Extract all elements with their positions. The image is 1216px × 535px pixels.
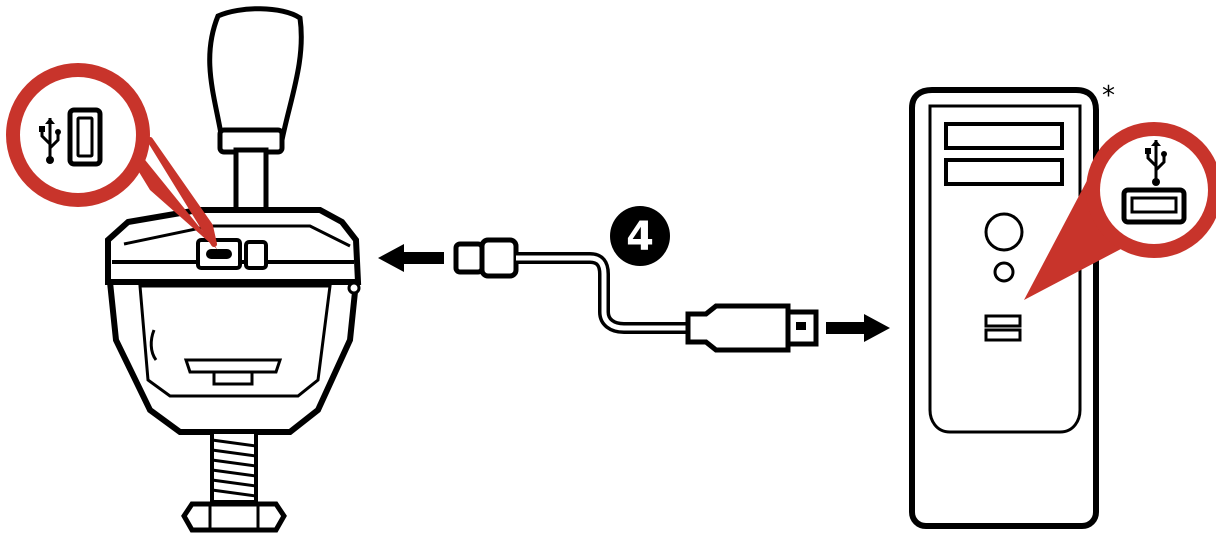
- gear-shifter: [105, 6, 362, 533]
- usb-c-plug-housing: [479, 237, 519, 279]
- step-number: 4: [626, 214, 654, 260]
- power-button: [984, 212, 1024, 252]
- usb-cable: [378, 237, 890, 353]
- front-usb-1: [984, 314, 1022, 328]
- usb-a-plug-housing: [685, 303, 791, 353]
- computer-port-callout: [1024, 122, 1216, 300]
- arrow-right-icon: [826, 314, 890, 342]
- usb-a-plug: [785, 309, 819, 347]
- desktop-computer: *: [909, 81, 1115, 529]
- shifter-lever: [233, 147, 269, 221]
- usb-a-port-icon: [67, 107, 103, 167]
- step-badge: 4: [610, 206, 670, 266]
- usb-c-port-icon: [206, 249, 232, 259]
- drive-bay-1: [944, 122, 1064, 150]
- usb-symbol-icon: [1145, 140, 1167, 186]
- shifter-knob: [207, 6, 304, 143]
- reset-button: [993, 261, 1015, 283]
- usb-a-port-icon: [1121, 187, 1187, 225]
- front-usb-2: [984, 328, 1022, 342]
- shifter-port-callout: [6, 63, 218, 250]
- clamp-screw: [181, 430, 287, 533]
- step-circle: [610, 206, 670, 266]
- clamp-knob: [181, 501, 287, 533]
- usb-symbol-icon: [39, 118, 61, 164]
- arrow-left-icon: [378, 244, 444, 272]
- footnote-marker: *: [1102, 81, 1115, 111]
- usb-c-plug: [453, 241, 485, 275]
- drive-bay-2: [944, 158, 1064, 186]
